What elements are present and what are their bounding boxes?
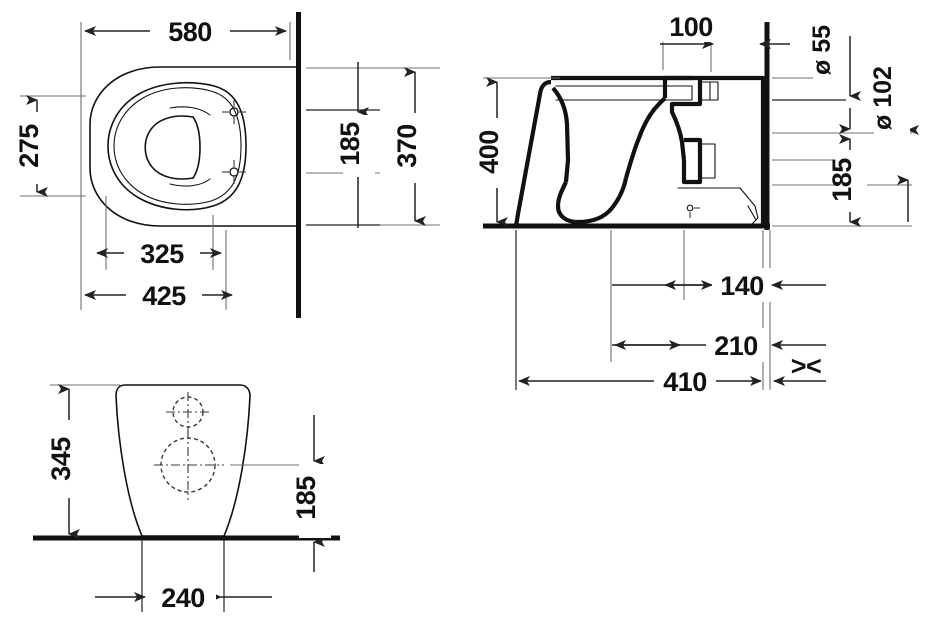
front-dim-345-label: 345 bbox=[46, 437, 76, 481]
plan-dim-185-label: 185 bbox=[335, 122, 365, 166]
front-view: 345 185 240 bbox=[33, 384, 340, 614]
front-body-outline bbox=[115, 384, 251, 537]
side-dim-100-label: 100 bbox=[669, 12, 713, 42]
side-centre-mark bbox=[686, 204, 700, 218]
plan-dim-275-label: 275 bbox=[14, 124, 44, 168]
plan-dim-370-label: 370 bbox=[392, 124, 422, 168]
side-dim-185-label: 185 bbox=[827, 158, 857, 202]
side-inner-front-wall bbox=[551, 86, 571, 183]
side-bowl-basin bbox=[555, 177, 629, 225]
side-dim-210: 210 bbox=[612, 328, 826, 362]
plan-dim-580: 580 bbox=[84, 14, 287, 48]
plan-view: 580 275 325 425 bbox=[14, 12, 440, 318]
side-dim-185: 185 bbox=[827, 150, 909, 227]
side-outlet-housing bbox=[665, 75, 703, 161]
front-dim-185: 185 bbox=[291, 415, 331, 572]
side-skirt-detail bbox=[677, 187, 759, 225]
plan-seat-ring-outer bbox=[107, 81, 247, 211]
side-dim-gap: >< bbox=[773, 351, 826, 386]
plan-dim-425-label: 425 bbox=[142, 281, 186, 311]
side-dim-410: 410 bbox=[518, 364, 762, 398]
side-rim-slot bbox=[555, 85, 693, 101]
plan-bowl-outline bbox=[89, 66, 297, 227]
front-dim-240-label: 240 bbox=[161, 583, 205, 613]
front-dim-185-label: 185 bbox=[291, 476, 321, 520]
plan-dim-370: 370 bbox=[392, 67, 432, 226]
side-dim-210-label: 210 bbox=[714, 331, 758, 361]
front-outlet-102 bbox=[154, 430, 224, 500]
side-skirt-fold bbox=[747, 205, 757, 221]
side-outlet-spigot-55 bbox=[699, 81, 719, 101]
plan-dim-425: 425 bbox=[84, 278, 233, 312]
side-dim-100: 100 bbox=[660, 10, 790, 72]
plan-rim-arc-bottom bbox=[169, 178, 211, 187]
plan-dim-185: 185 bbox=[335, 62, 375, 228]
side-dim-gap-label: >< bbox=[791, 351, 822, 381]
plan-seat-ring-inner bbox=[113, 87, 242, 205]
side-section-view: 100 400 ø 55 ø 102 185 bbox=[474, 10, 919, 398]
plan-rim-arc-top bbox=[169, 106, 211, 116]
side-dim-diameter-102: ø 102 bbox=[839, 56, 919, 159]
plan-fixing-hole-upper bbox=[222, 100, 246, 124]
side-dim-410-label: 410 bbox=[663, 367, 707, 397]
side-dim-102-label: ø 102 bbox=[869, 66, 897, 130]
plan-dim-325-label: 325 bbox=[140, 239, 184, 269]
side-dim-140-label: 140 bbox=[720, 271, 764, 301]
front-dim-345: 345 bbox=[46, 384, 86, 539]
front-outlet-55 bbox=[166, 392, 211, 434]
plan-fixing-hole-lower bbox=[222, 160, 246, 184]
plan-dim-580-label: 580 bbox=[168, 17, 212, 47]
side-dim-400-label: 400 bbox=[474, 130, 504, 174]
plan-dim-275: 275 bbox=[14, 95, 54, 197]
plan-bowl-opening-right bbox=[192, 116, 201, 179]
side-dim-400: 400 bbox=[474, 77, 560, 227]
side-waste-spigot bbox=[699, 143, 716, 179]
side-waste-outlet-102 bbox=[681, 137, 703, 185]
side-dim-diameter-55: ø 55 bbox=[808, 12, 861, 101]
plan-dim-325: 325 bbox=[96, 236, 222, 270]
front-dim-240: 240 bbox=[95, 580, 272, 614]
side-trap-rear bbox=[623, 96, 667, 179]
side-dim-140: 140 bbox=[612, 268, 826, 302]
plan-bowl-opening bbox=[144, 115, 194, 180]
side-rear-wall-profile bbox=[700, 75, 766, 226]
side-dim-55-label: ø 55 bbox=[808, 25, 836, 75]
side-front-edge bbox=[513, 79, 552, 227]
